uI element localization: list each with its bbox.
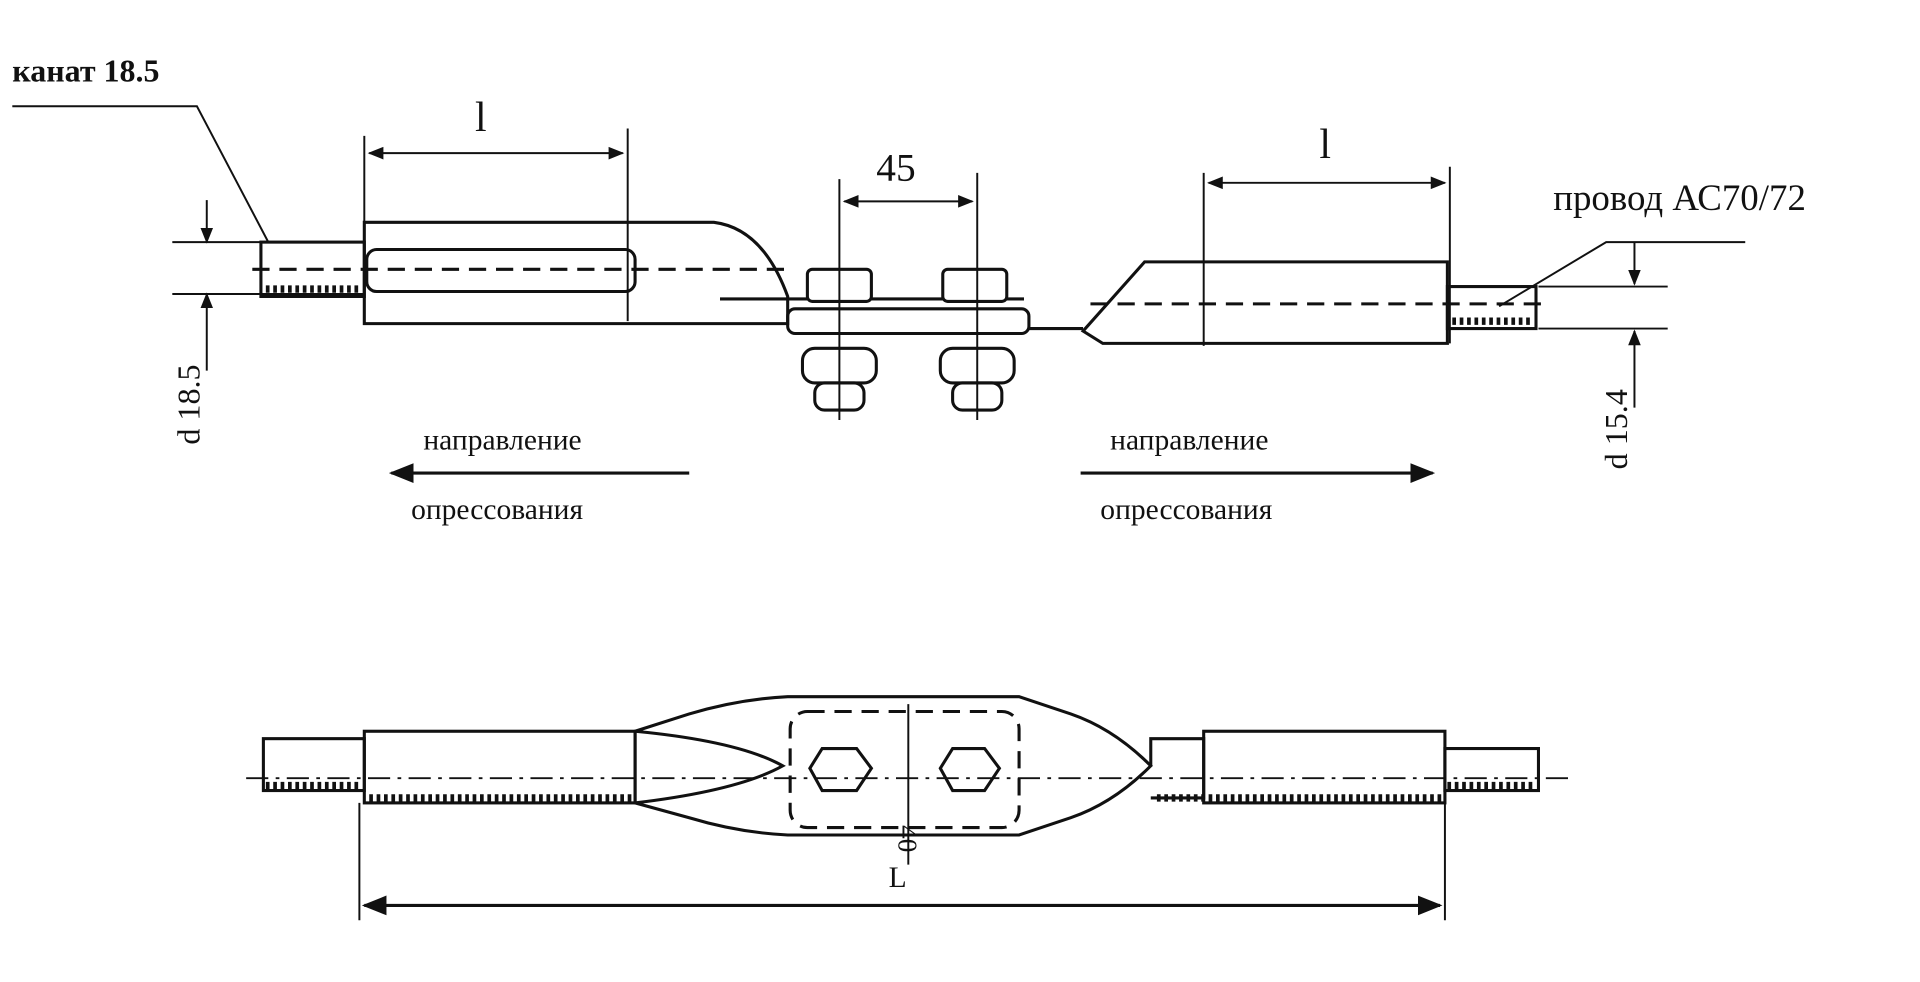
rope-label: канат 18.5: [12, 52, 159, 88]
plan-view: 40 L: [246, 695, 1570, 921]
diam-right: d 15.4: [1598, 389, 1634, 469]
dir-right-line2: опрессования: [1100, 494, 1272, 526]
dir-right-line1: направление: [1110, 425, 1268, 457]
wire-label: провод АС70/72: [1553, 177, 1806, 218]
length-left: l: [475, 95, 487, 141]
side-view: канат 18.5 d 18.5 l 45 l: [12, 52, 1806, 526]
plate-width: 40: [892, 825, 922, 852]
bolt-spacing: 45: [876, 145, 915, 189]
length-right: l: [1319, 122, 1331, 168]
diam-left: d 18.5: [170, 364, 206, 444]
dir-left-line1: направление: [423, 425, 581, 457]
total-length: L: [889, 862, 907, 894]
dir-left-line2: опрессования: [411, 494, 583, 526]
